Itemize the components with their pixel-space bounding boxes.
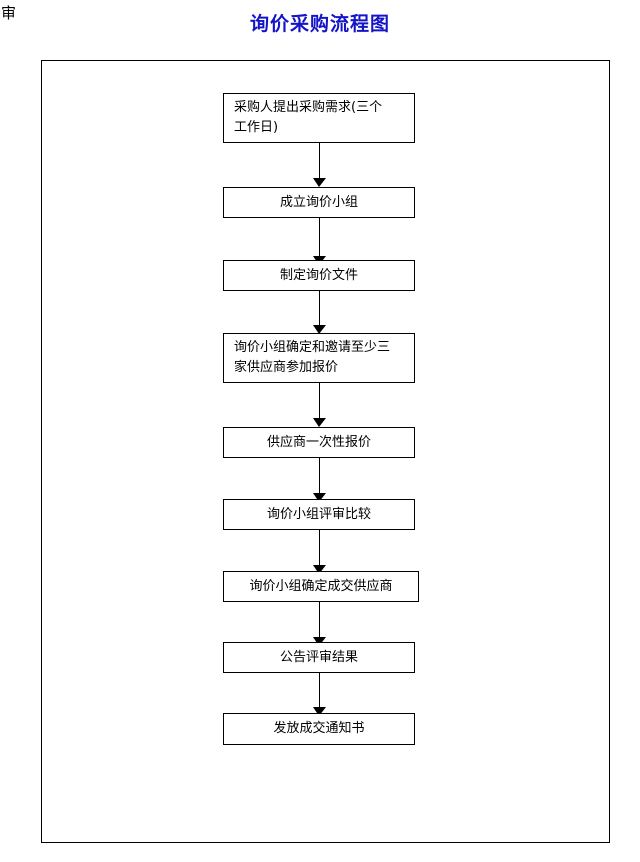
connector-3-4 bbox=[313, 291, 326, 334]
connector-4-5 bbox=[313, 383, 326, 427]
connector-7-8 bbox=[313, 602, 326, 646]
flowchart-frame: 采购人提出采购需求(三个 工作日) 成立询价小组 制定询价文件 询价小组确定和邀… bbox=[41, 60, 610, 843]
flow-node-5-label: 供应商一次性报价 bbox=[266, 434, 371, 450]
connector-1-2 bbox=[313, 143, 326, 187]
connector-6-7 bbox=[313, 530, 326, 574]
flow-node-4: 询价小组确定和邀请至少三 家供应商参加报价 bbox=[223, 333, 415, 383]
flow-node-6-label: 询价小组评审比较 bbox=[266, 506, 371, 522]
flow-node-7-label: 询价小组确定成交供应商 bbox=[249, 578, 393, 594]
flow-node-3-label: 制定询价文件 bbox=[279, 267, 358, 283]
connector-5-6 bbox=[313, 458, 326, 502]
flow-node-8: 公告评审结果 bbox=[223, 642, 415, 673]
flow-node-7: 询价小组确定成交供应商 bbox=[223, 571, 419, 602]
flow-node-1-label: 采购人提出采购需求(三个 工作日) bbox=[234, 100, 383, 135]
flow-node-2-label: 成立询价小组 bbox=[279, 194, 358, 210]
flow-node-1: 采购人提出采购需求(三个 工作日) bbox=[223, 93, 415, 143]
connector-2-3 bbox=[313, 218, 326, 265]
flow-node-8-label: 公告评审结果 bbox=[279, 649, 358, 665]
flow-node-9-label: 发放成交通知书 bbox=[273, 721, 365, 736]
flow-node-5: 供应商一次性报价 bbox=[223, 427, 415, 458]
margin-glyph: 审 bbox=[1, 4, 17, 22]
flow-node-3: 制定询价文件 bbox=[223, 260, 415, 291]
flow-node-6: 询价小组评审比较 bbox=[223, 499, 415, 530]
page-title: 询价采购流程图 bbox=[249, 13, 390, 35]
flow-node-2: 成立询价小组 bbox=[223, 187, 415, 218]
flow-node-9: 发放成交通知书 bbox=[223, 713, 415, 745]
connector-8-9 bbox=[313, 673, 326, 716]
flow-node-4-label: 询价小组确定和邀请至少三 家供应商参加报价 bbox=[234, 340, 391, 375]
